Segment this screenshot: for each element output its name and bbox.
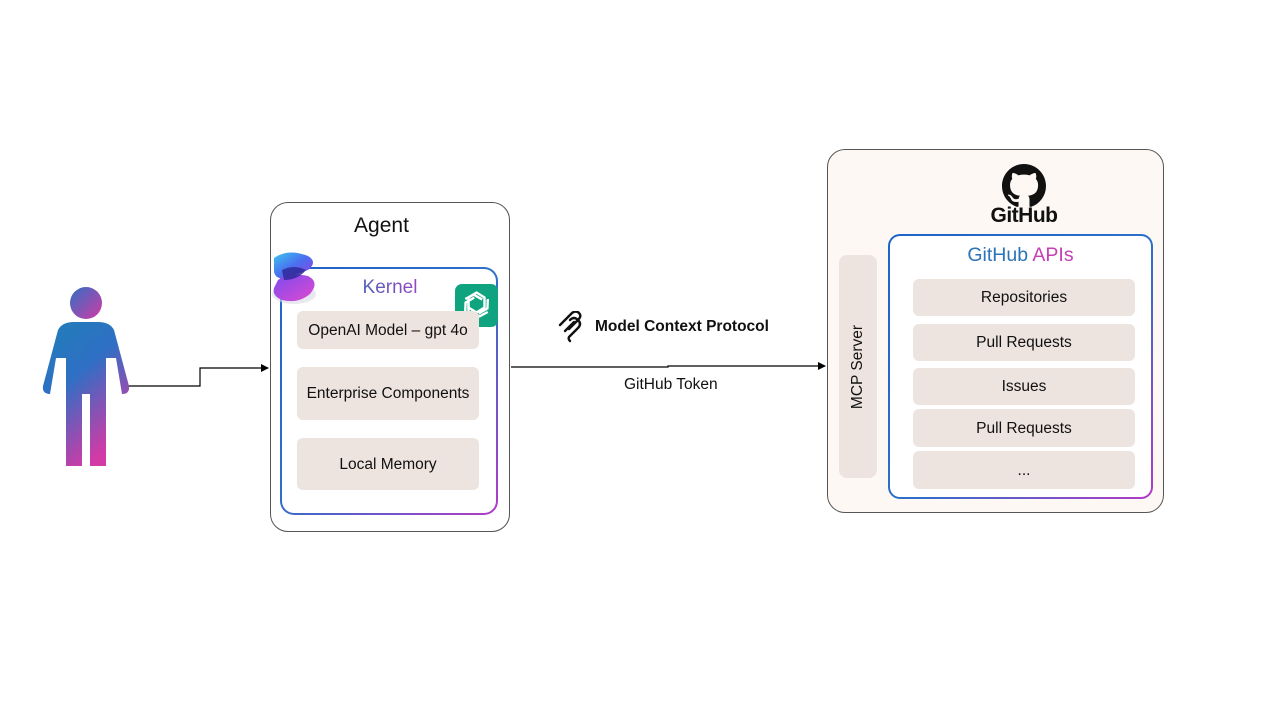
user-to-agent-arrow	[128, 364, 269, 387]
github-wordmark: GitHub	[990, 204, 1058, 227]
agent-to-github-arrow	[511, 362, 826, 370]
kernel-component-openai-model: OpenAI Model – gpt 4o	[297, 311, 479, 349]
github-logo-icon	[1002, 164, 1046, 207]
kernel-title: Kernel	[330, 277, 450, 299]
mcp-server-label: MCP Server	[849, 324, 866, 409]
model-context-protocol-label: Model Context Protocol	[595, 318, 769, 335]
api-item-issues: Issues	[913, 368, 1135, 405]
mcp-logo-icon	[558, 311, 582, 343]
api-item-pull-requests: Pull Requests	[913, 324, 1135, 361]
semantic-kernel-logo-icon	[272, 252, 316, 304]
person-icon	[42, 287, 130, 466]
api-item-pull-requests-2: Pull Requests	[913, 409, 1135, 447]
github-apis-title: GitHub APIs	[967, 244, 1074, 266]
kernel-component-enterprise: Enterprise Components	[297, 367, 479, 420]
api-item-more: ...	[913, 451, 1135, 489]
agent-title: Agent	[354, 214, 409, 237]
kernel-component-local-memory: Local Memory	[297, 438, 479, 490]
mcp-server-bar	[839, 255, 877, 478]
github-token-label: GitHub Token	[624, 376, 718, 393]
api-item-repositories: Repositories	[913, 279, 1135, 316]
